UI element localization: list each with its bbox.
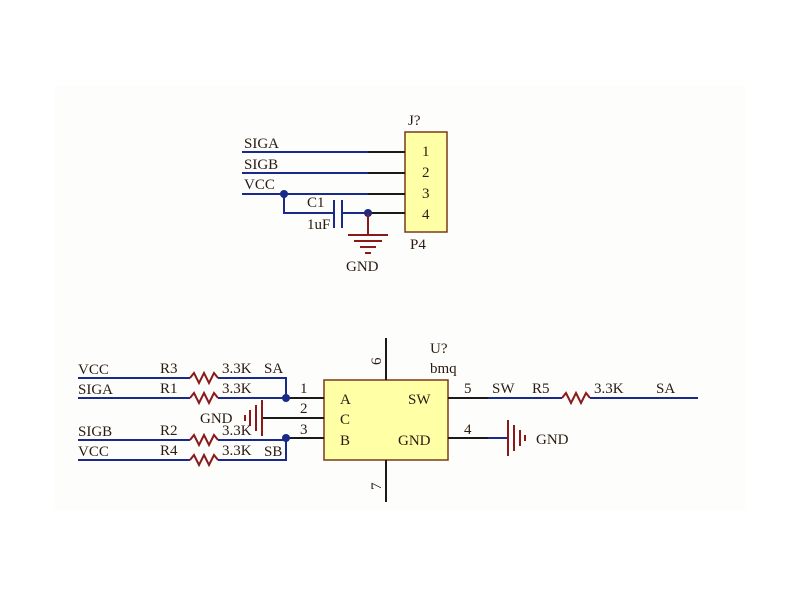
pin1-junction (282, 394, 290, 402)
r4-to-pin3-wire[interactable] (218, 438, 287, 461)
pin-number-3: 3 (300, 422, 308, 438)
encoder-body (323, 379, 449, 461)
r3-designator: R3 (160, 361, 178, 377)
pin-label-b: B (340, 433, 350, 449)
gnd-right-label: GND (536, 432, 569, 448)
connector-designator: J? (408, 113, 421, 129)
cap-value: 1uF (307, 217, 330, 233)
capacitor-c1[interactable]: C1 1uF (307, 195, 343, 233)
gnd-c-label: GND (200, 411, 233, 427)
connector-body (404, 131, 448, 233)
encoder-designator: U? (430, 341, 448, 357)
vcc-cap-wire[interactable] (283, 194, 333, 214)
encoder-comment: bmq (430, 361, 457, 377)
connector-pin-3: 3 (422, 186, 430, 202)
sigb-net-label: SIGB (244, 157, 278, 173)
pin-number-5: 5 (464, 381, 472, 397)
vcc-net-label-1: VCC (78, 362, 109, 378)
gnd-symbol-c (244, 400, 263, 436)
r4-net-sb: SB (264, 444, 282, 460)
r3-to-pin1-wire[interactable] (218, 377, 287, 398)
pin-label-sw: SW (408, 392, 431, 408)
r4-designator: R4 (160, 443, 178, 459)
pin-number-6: 6 (369, 357, 385, 365)
connector-pin-2: 2 (422, 165, 430, 181)
pin-number-4: 4 (464, 422, 472, 438)
cap-designator: C1 (307, 195, 325, 211)
pin-label-c: C (340, 412, 350, 428)
gnd-symbol-right (507, 420, 526, 456)
gnd-symbol-top (348, 213, 388, 254)
resistor-r5-body[interactable] (561, 390, 591, 406)
pin-label-a: A (340, 392, 351, 408)
connector-j[interactable]: J? P4 1 2 3 4 (404, 113, 448, 253)
sw-net-label: SW (492, 381, 515, 397)
siga-net-label-2: SIGA (78, 382, 113, 398)
resistor-r3-body[interactable] (189, 370, 219, 386)
connector-comment: P4 (410, 237, 426, 253)
r5-value: 3.3K (594, 381, 624, 397)
encoder-u[interactable]: U? bmq A C B SW GND (323, 341, 457, 461)
r3-net-sa: SA (264, 361, 283, 377)
vcc-net-label: VCC (244, 177, 275, 193)
resistor-r1-body[interactable] (189, 390, 219, 406)
r1-value: 3.3K (222, 381, 252, 397)
pin-number-2: 2 (300, 401, 308, 417)
pin3-junction (282, 434, 290, 442)
vcc-net-label-2: VCC (78, 444, 109, 460)
pin-number-1: 1 (300, 381, 308, 397)
connector-pin-1: 1 (422, 144, 430, 160)
sigb-net-label-2: SIGB (78, 424, 112, 440)
pin-number-7: 7 (369, 482, 385, 490)
pin-label-gnd: GND (398, 433, 431, 449)
resistor-r4-body[interactable] (189, 452, 219, 468)
resistor-r2-body[interactable] (189, 432, 219, 448)
r5-net-sa: SA (656, 381, 675, 397)
connector-pin-4: 4 (422, 207, 430, 223)
r3-value: 3.3K (222, 361, 252, 377)
r5-designator: R5 (532, 381, 550, 397)
r2-value: 3.3K (222, 423, 252, 439)
siga-net-label: SIGA (244, 136, 279, 152)
r2-designator: R2 (160, 423, 178, 439)
gnd-top-label: GND (346, 259, 379, 275)
r4-value: 3.3K (222, 443, 252, 459)
r1-designator: R1 (160, 381, 178, 397)
